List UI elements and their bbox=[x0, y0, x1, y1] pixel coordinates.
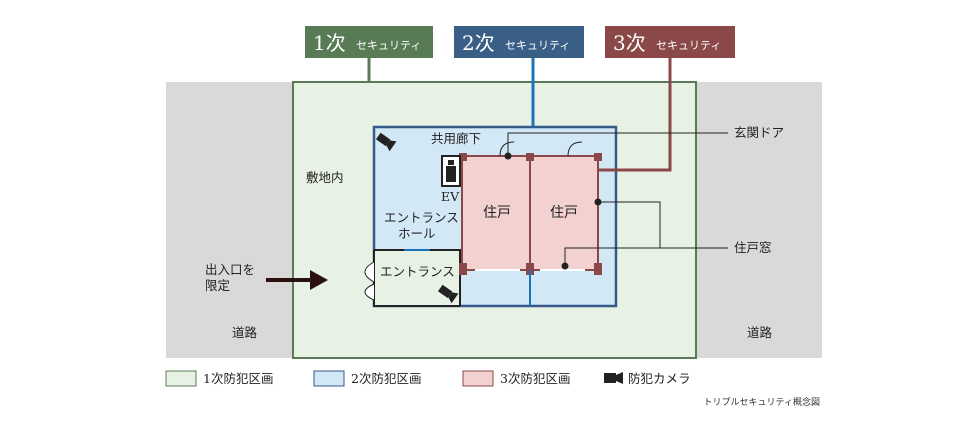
tier3-number: 3次 bbox=[613, 31, 646, 55]
legend-zone2-label: 2次防犯区画 bbox=[351, 371, 421, 386]
tier3-connector bbox=[598, 58, 672, 172]
unit-door-right bbox=[567, 141, 583, 157]
site-label: 敷地内 bbox=[306, 170, 344, 185]
ev-label: EV bbox=[441, 189, 460, 204]
unit-door-left bbox=[499, 141, 515, 157]
front-door-dot bbox=[504, 152, 512, 160]
unit-left-label: 住戸 bbox=[483, 205, 511, 221]
unit-right-label: 住戸 bbox=[550, 205, 578, 221]
elevator-car-top bbox=[448, 160, 454, 165]
front-door-label: 玄関ドア bbox=[734, 125, 784, 140]
road-left-area bbox=[166, 82, 293, 358]
unit-right-area bbox=[529, 155, 599, 271]
legend-camera-label: 防犯カメラ bbox=[628, 371, 691, 386]
legend: 1次防犯区画 2次防犯区画 3次防犯区画 防犯カメラ bbox=[165, 370, 691, 387]
access-label-2: 限定 bbox=[205, 278, 230, 293]
road-right-label: 道路 bbox=[747, 325, 773, 340]
tier2-label: セキュリティ bbox=[505, 39, 570, 52]
zone2-swatch bbox=[313, 370, 345, 387]
corridor-label: 共用廊下 bbox=[431, 131, 481, 146]
entrance-door-arc bbox=[364, 261, 375, 301]
tier3-label: セキュリティ bbox=[656, 39, 721, 52]
elevator-car bbox=[446, 166, 456, 182]
road-left-label: 道路 bbox=[232, 325, 258, 340]
camera-icon bbox=[437, 284, 459, 304]
tier1-box: 1次 セキュリティ bbox=[305, 26, 433, 58]
access-arrow-head bbox=[310, 270, 328, 290]
window-callout-line bbox=[598, 201, 728, 249]
camera-icon bbox=[375, 132, 397, 152]
entrance-hall-label-2: ホール bbox=[398, 226, 436, 241]
diagram-caption: トリプルセキュリティ概念図 bbox=[704, 396, 820, 408]
legend-zone1-label: 1次防犯区画 bbox=[203, 371, 273, 386]
legend-zone3-label: 3次防犯区画 bbox=[500, 371, 570, 386]
tier2-box: 2次 セキュリティ bbox=[454, 26, 584, 58]
legend-camera-icon bbox=[604, 372, 623, 384]
window-dot-right bbox=[594, 198, 602, 206]
access-label-1: 出入口を bbox=[205, 262, 255, 277]
entrance-vestibule bbox=[374, 250, 460, 306]
tier2-number: 2次 bbox=[462, 31, 495, 55]
window-dot-bottom bbox=[561, 262, 569, 270]
entrance-hall-label-1: エントランス bbox=[384, 210, 459, 225]
entrance-label: エントランス bbox=[380, 264, 455, 279]
window-callout-line-2 bbox=[564, 247, 660, 266]
tier1-label: セキュリティ bbox=[356, 39, 421, 52]
zone1-swatch bbox=[165, 370, 197, 387]
road-right-area bbox=[696, 82, 822, 358]
tier3-box: 3次 セキュリティ bbox=[605, 26, 735, 58]
front-door-callout-line bbox=[507, 132, 728, 156]
unit-wall-posts bbox=[459, 153, 602, 275]
unit-window-label: 住戸窓 bbox=[734, 240, 772, 255]
zone3-swatch bbox=[462, 370, 494, 387]
tier1-number: 1次 bbox=[313, 31, 346, 55]
